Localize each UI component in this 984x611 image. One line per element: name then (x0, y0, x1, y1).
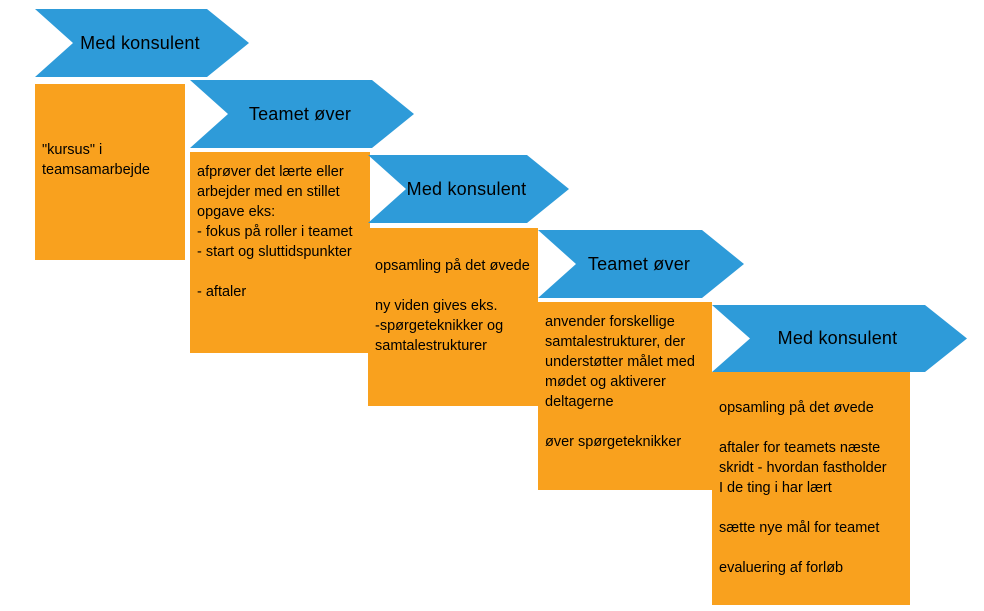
stage-box-3: opsamling på det øvede ny viden gives ek… (368, 228, 538, 406)
stage-arrow-4: Teamet øver (538, 230, 744, 298)
stage-label-1: Med konsulent (80, 32, 200, 53)
stage-body-5: opsamling på det øvede aftaler for teame… (719, 400, 887, 576)
stage-arrow-3: Med konsulent (368, 155, 569, 223)
stage-body-2: afprøver det lærte eller arbejder med en… (197, 164, 353, 300)
stage-arrow-5: Med konsulent (712, 305, 967, 372)
stage-label-2: Teamet øver (248, 103, 352, 124)
stage-box-1: "kursus" i teamsamarbejde (35, 84, 185, 260)
stage-label-5: Med konsulent (777, 328, 898, 348)
stage-label-4: Teamet øver (587, 253, 691, 274)
stage-arrow-1: Med konsulent (35, 9, 249, 77)
stage-body-3: opsamling på det øvede ny viden gives ek… (375, 258, 530, 354)
stage-body-4: anvender forskellige samtalestrukturer, … (545, 314, 695, 450)
stage-body-1: "kursus" i teamsamarbejde (42, 142, 150, 178)
stage-box-4: anvender forskellige samtalestrukturer, … (538, 302, 712, 490)
stage-arrow-2: Teamet øver (190, 80, 414, 148)
stage-box-5: opsamling på det øvede aftaler for teame… (712, 372, 910, 605)
stage-label-3: Med konsulent (406, 178, 527, 199)
stage-box-2: afprøver det lærte eller arbejder med en… (190, 152, 370, 353)
